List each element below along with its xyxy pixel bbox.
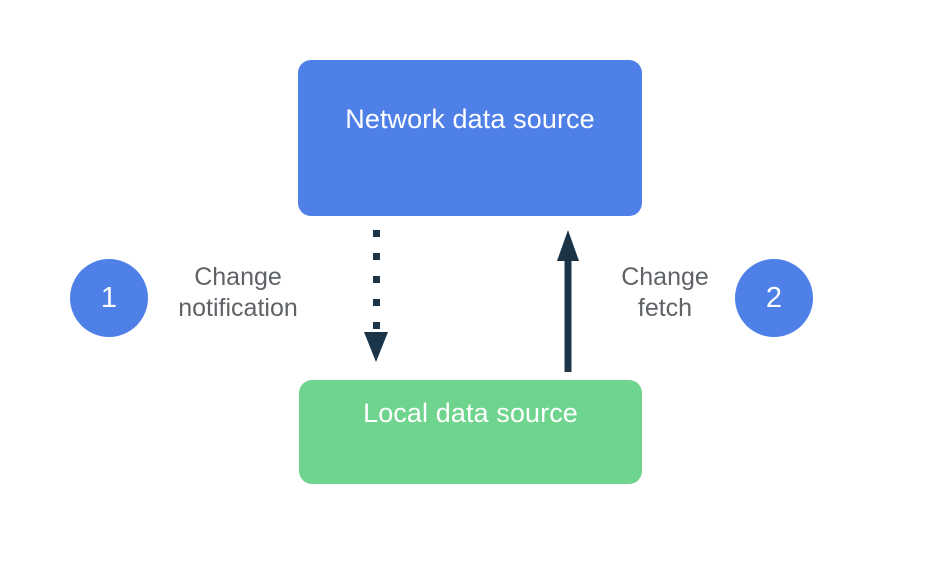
node-local-data-source-label: Local data source (363, 398, 578, 428)
step-badge-2-number: 2 (765, 281, 783, 314)
node-network-data-source-label: Network data source (345, 104, 595, 134)
step-badge-1[interactable]: 1 (70, 259, 148, 337)
arrow-change-notification-dotted-down-icon (364, 230, 388, 362)
node-local-data-source[interactable]: Local data source (299, 380, 642, 484)
step-badge-1-number: 1 (100, 281, 118, 314)
step-badge-2[interactable]: 2 (735, 259, 813, 337)
node-network-data-source[interactable]: Network data source (298, 60, 642, 216)
edge-label-change-fetch: Change fetch (621, 263, 709, 323)
edge-label-change-notification: Change notification (178, 263, 298, 323)
arrow-change-fetch-solid-up-icon (557, 230, 579, 372)
